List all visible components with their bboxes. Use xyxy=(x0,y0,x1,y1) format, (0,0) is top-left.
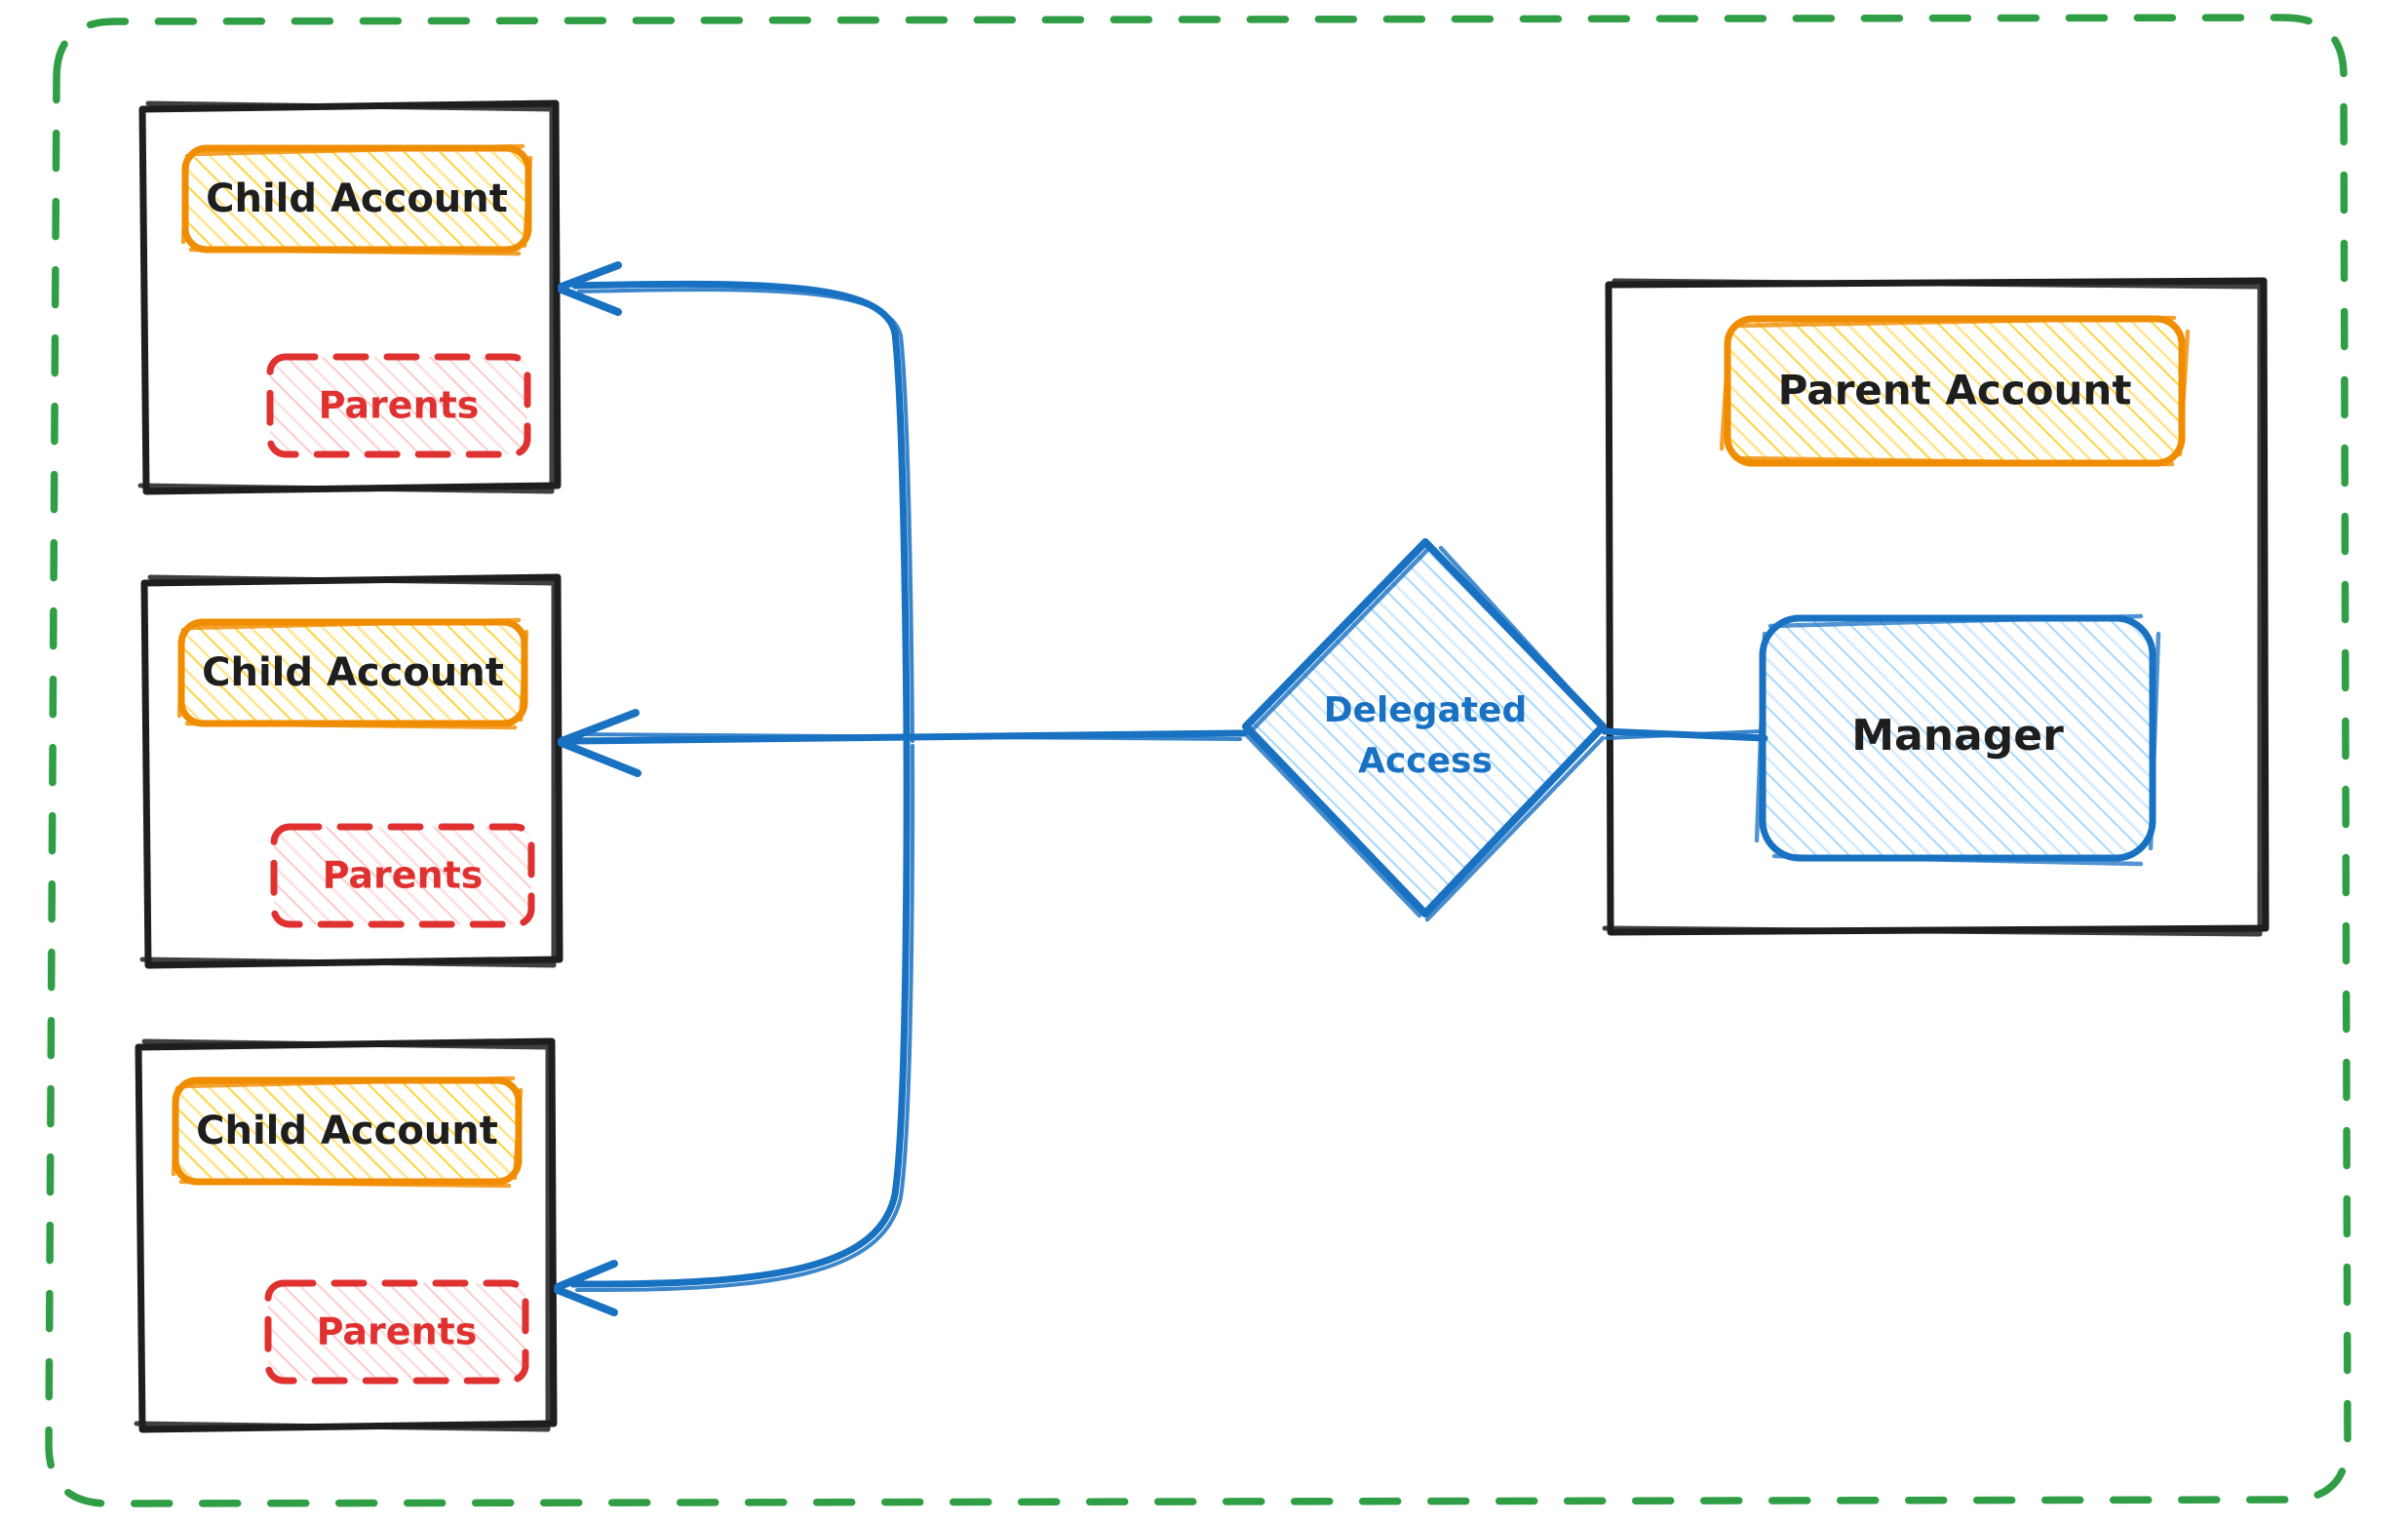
parents-label-2: Parents xyxy=(323,854,484,897)
child-account-label-3: Child Account xyxy=(196,1109,498,1153)
delegated-access-label-line2: Access xyxy=(1358,741,1493,781)
child-account-box-1[interactable]: Child Account xyxy=(180,143,533,256)
parent-account-container[interactable]: Parent Account Manager xyxy=(1602,277,2270,937)
parent-account-label: Parent Account xyxy=(1778,367,2132,414)
child-account-label-1: Child Account xyxy=(206,176,508,221)
connector-delegated-to-child-2 xyxy=(558,709,1248,777)
parent-account-box[interactable]: Parent Account xyxy=(1719,315,2191,467)
child-account-box-3[interactable]: Child Account xyxy=(171,1075,524,1189)
delegated-access-diamond[interactable]: Delegated Access xyxy=(1241,538,1610,922)
parents-box-2[interactable]: Parents xyxy=(270,823,535,928)
connector-delegated-to-child-3 xyxy=(554,737,915,1316)
manager-label: Manager xyxy=(1851,711,2064,761)
connector-delegated-to-child-1 xyxy=(558,261,914,743)
child-account-label-2: Child Account xyxy=(202,650,504,695)
child-account-container-1[interactable]: Child Account Parents xyxy=(137,99,562,495)
child-account-box-2[interactable]: Child Account xyxy=(176,617,529,730)
parents-label-3: Parents xyxy=(317,1310,478,1353)
parents-label-1: Parents xyxy=(319,384,480,427)
connector-manager-to-delegated xyxy=(1601,727,1768,742)
parents-box-3[interactable]: Parents xyxy=(264,1279,529,1385)
child-account-container-2[interactable]: Child Account Parents xyxy=(139,573,563,969)
outer-boundary xyxy=(45,14,2351,1507)
delegated-access-label-line1: Delegated xyxy=(1324,690,1528,730)
child-account-container-3[interactable]: Child Account Parents xyxy=(134,1037,558,1433)
parents-box-1[interactable]: Parents xyxy=(266,353,531,458)
manager-box[interactable]: Manager xyxy=(1754,613,2161,867)
